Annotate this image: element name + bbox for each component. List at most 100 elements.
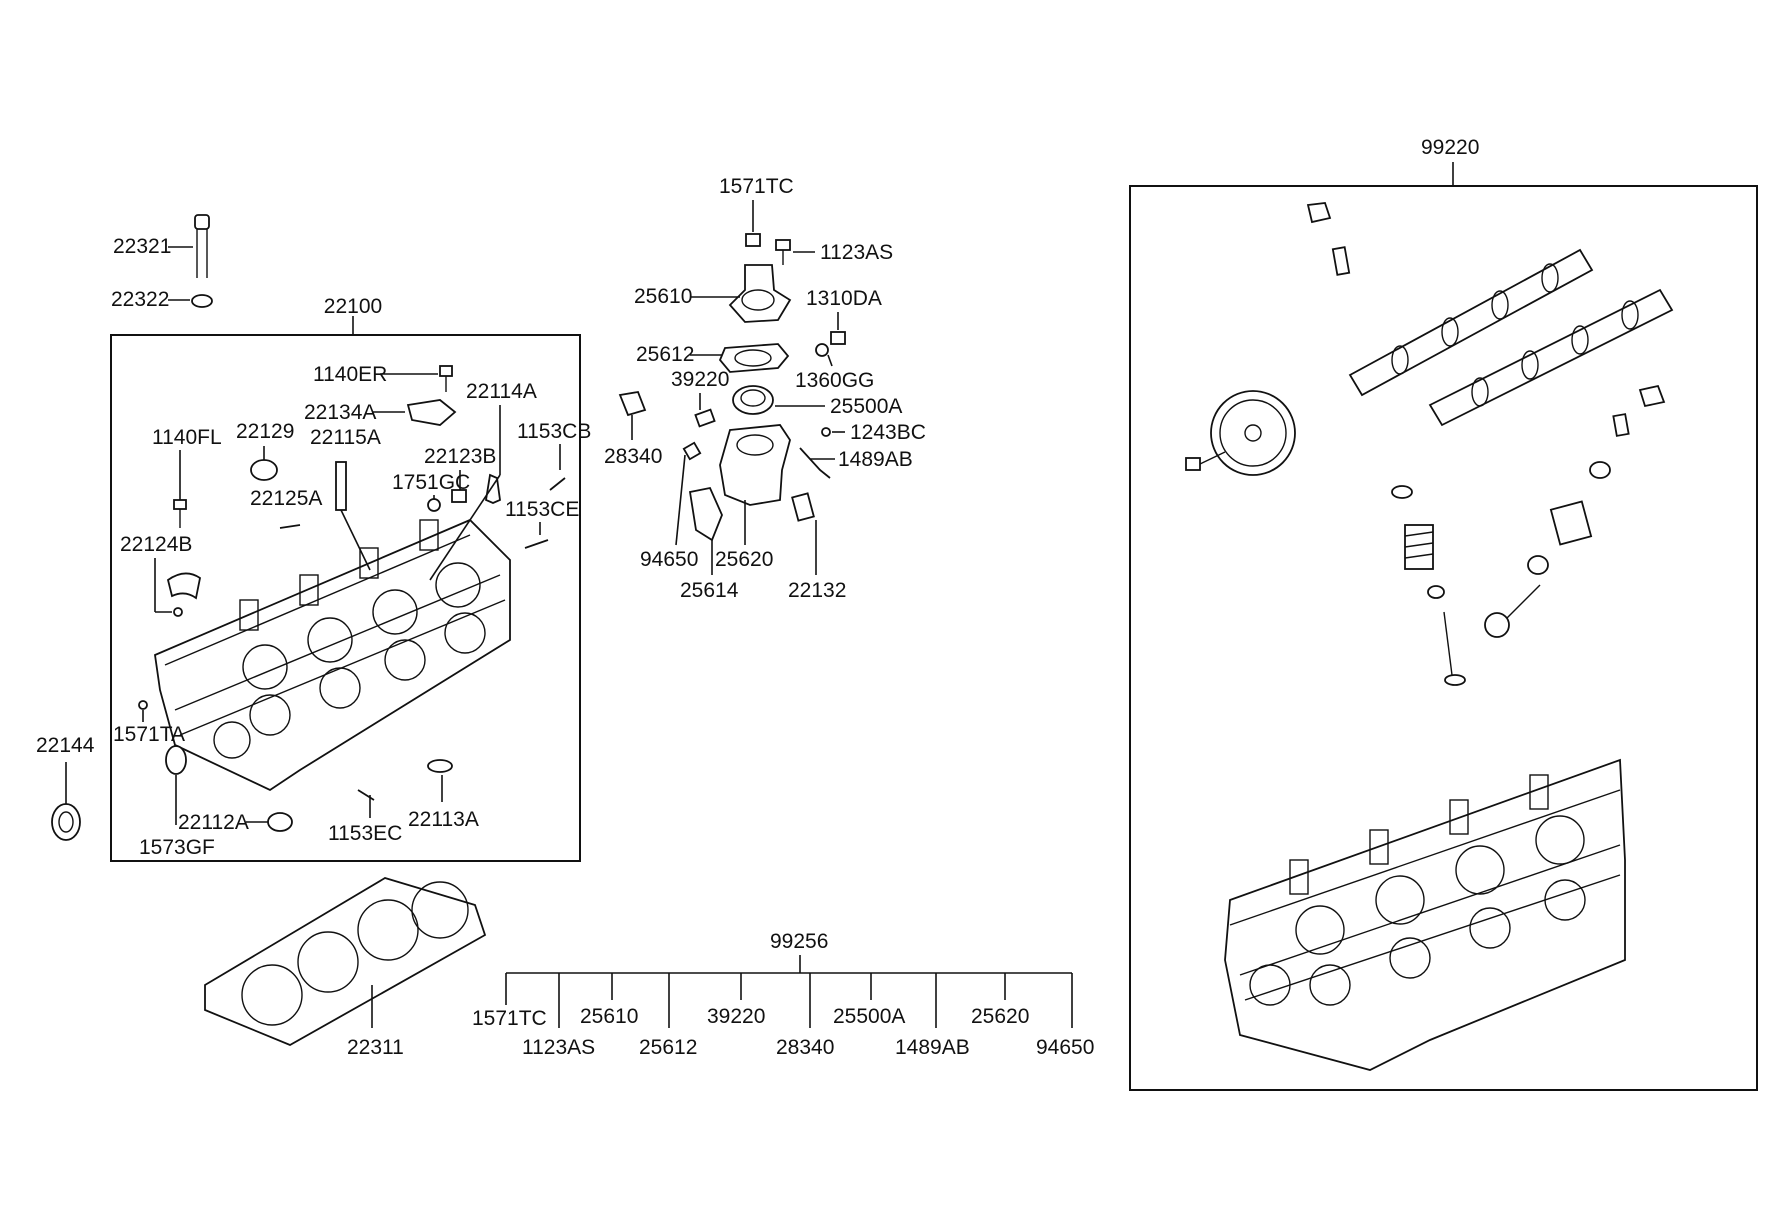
- cylinder-head: [154, 518, 511, 792]
- label-22100: 22100: [324, 295, 382, 318]
- water-outlet-25610: [728, 264, 792, 323]
- label-22113A: 22113A: [408, 808, 479, 831]
- label-25612: 25612: [636, 343, 694, 366]
- label-1243BC: 1243BC: [850, 421, 926, 444]
- label-22129: 22129: [236, 420, 294, 443]
- kit-item-1489AB: 1489AB: [895, 1036, 970, 1059]
- head-gasket-22311: [204, 877, 487, 1046]
- seal-1573GF: [165, 745, 187, 775]
- label-22125A: 22125A: [250, 487, 322, 510]
- sensor-39220: [694, 408, 716, 428]
- label-22134A: 22134A: [304, 401, 376, 424]
- label-1123AS: 1123AS: [820, 241, 893, 264]
- bolt-1140FL: [173, 499, 187, 528]
- valve-1: [1443, 611, 1466, 686]
- washer-22322: [191, 294, 213, 308]
- valve-spring-2: [1549, 500, 1593, 546]
- washer-1360GG: [815, 343, 829, 357]
- plug-22123B: [451, 489, 467, 503]
- bracket-22134A: [406, 399, 457, 426]
- gasket-25614: [688, 486, 723, 542]
- label-25614: 25614: [680, 579, 739, 602]
- label-22114A: 22114A: [466, 380, 537, 403]
- oil-seal-22144: [51, 803, 81, 841]
- head-bolt-22321: [194, 214, 210, 278]
- clip-1489AB: [799, 447, 831, 479]
- plug-1571TC: [745, 233, 761, 247]
- bracket-22124B: [166, 572, 202, 600]
- valve-spring-1: [1404, 524, 1434, 570]
- label-25500A: 25500A: [830, 395, 902, 418]
- kit-item-94650: 94650: [1036, 1036, 1094, 1059]
- label-1153CE: 1153CE: [505, 498, 579, 521]
- stud-1153CE: [524, 539, 549, 549]
- label-25620: 25620: [715, 548, 773, 571]
- housing-25620: [719, 424, 791, 506]
- assembly-99220-box: [1129, 185, 1758, 1091]
- cam-sprocket: [1210, 390, 1296, 476]
- gasket-25612: [718, 343, 790, 373]
- thermostat-25500A: [732, 385, 774, 415]
- kit-item-25610: 25610: [580, 1005, 638, 1028]
- kit-99256-tree: [505, 955, 1073, 1028]
- label-39220: 39220: [671, 368, 729, 391]
- label-1140FL: 1140FL: [152, 426, 222, 449]
- plug-22112A: [267, 812, 293, 832]
- label-1310DA: 1310DA: [806, 287, 882, 310]
- camshaft-2: [1428, 288, 1674, 427]
- sensor-28340: [618, 390, 647, 417]
- label-1360GG: 1360GG: [795, 369, 874, 392]
- label-22311: 22311: [347, 1036, 404, 1059]
- plug-94650: [682, 441, 702, 461]
- label-94650: 94650: [640, 548, 698, 571]
- label-22115A: 22115A: [310, 426, 381, 449]
- kit-item-28340: 28340: [776, 1036, 834, 1059]
- pin-22124B: [173, 607, 183, 617]
- label-22132: 22132: [788, 579, 846, 602]
- label-22144: 22144: [36, 734, 95, 757]
- cylinder-head-box: [110, 334, 581, 862]
- valve-keeper-1: [1391, 485, 1413, 499]
- label-1571TC: 1571TC: [719, 175, 794, 198]
- cylinder-head-assembled: [1224, 758, 1626, 1071]
- sensor-22132: [791, 492, 815, 522]
- kit-item-25612: 25612: [639, 1036, 697, 1059]
- kit-item-1123AS: 1123AS: [522, 1036, 595, 1059]
- label-22124B: 22124B: [120, 533, 192, 556]
- label-99220: 99220: [1421, 136, 1479, 159]
- bolt-1140ER: [439, 365, 453, 392]
- bolt-1243BC: [821, 427, 831, 437]
- camshaft-1: [1348, 248, 1594, 397]
- label-1153EC: 1153EC: [328, 822, 402, 845]
- valve-2: [1484, 584, 1541, 638]
- kit-item-25620: 25620: [971, 1005, 1029, 1028]
- lash-adjuster-1: [1306, 202, 1332, 224]
- lash-adjuster-2: [1638, 384, 1666, 408]
- lifter-1: [1331, 246, 1351, 276]
- kit-item-39220: 39220: [707, 1005, 765, 1028]
- label-1571TA: 1571TA: [113, 723, 185, 746]
- nut-1310DA: [830, 331, 846, 345]
- kit-item-25500A: 25500A: [833, 1005, 905, 1028]
- label-22321: 22321: [113, 235, 171, 258]
- valve-seal-1: [1427, 585, 1445, 599]
- bolt-1123AS: [775, 239, 791, 265]
- plug-22113A: [427, 759, 453, 773]
- label-1140ER: 1140ER: [313, 363, 387, 386]
- kit-item-1571TC: 1571TC: [472, 1007, 547, 1030]
- label-1153CB: 1153CB: [517, 420, 591, 443]
- label-22112A: 22112A: [178, 811, 249, 834]
- label-25610: 25610: [634, 285, 692, 308]
- label-1751GC: 1751GC: [392, 471, 470, 494]
- sprocket-bolt: [1185, 451, 1226, 471]
- pin-22125A: [279, 524, 301, 529]
- label-1573GF: 1573GF: [139, 836, 215, 859]
- lifter-2: [1612, 413, 1630, 437]
- label-28340: 28340: [604, 445, 662, 468]
- pin-22115A: [335, 461, 347, 511]
- label-22322: 22322: [111, 288, 169, 311]
- label-99256: 99256: [770, 930, 828, 953]
- valve-keeper-2: [1589, 461, 1611, 479]
- label-1489AB: 1489AB: [838, 448, 913, 471]
